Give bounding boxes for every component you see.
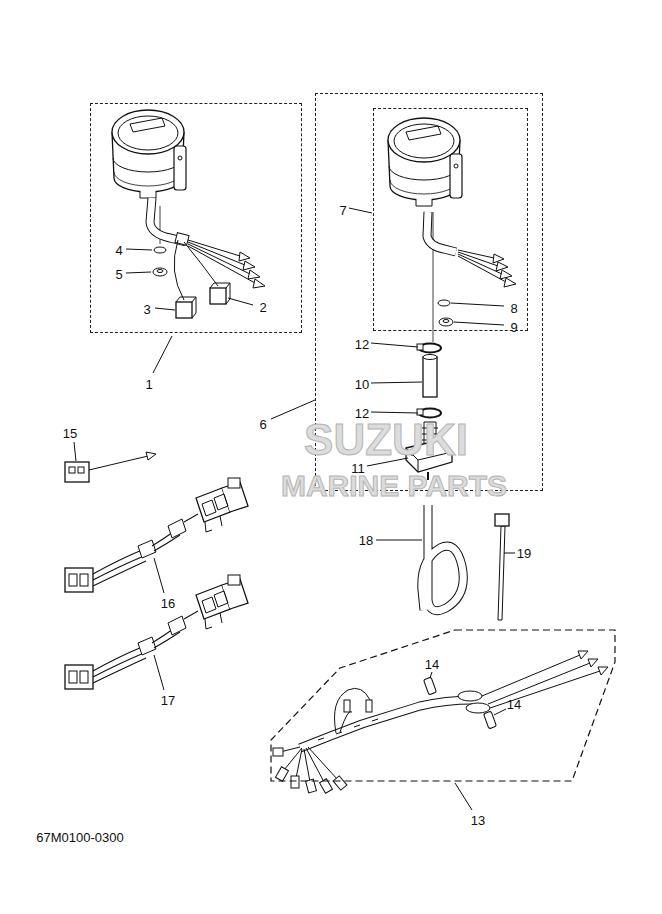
part-code: 67M0100-0300 [36,831,123,844]
callout-number: 6 [259,418,266,431]
callout-number: 3 [143,303,150,316]
callout-number: 18 [359,534,373,547]
callout-number: 7 [339,204,346,217]
watermark: MARINE PARTS [281,471,507,501]
callout-number: 14 [425,658,439,671]
group-outline [270,628,617,783]
callout-number: 16 [161,597,175,610]
callout-number: 14 [507,698,521,711]
callout-number: 4 [115,244,122,257]
callout-number: 12 [355,338,369,351]
group-frame: 789 [373,108,528,331]
callout-number: 5 [115,268,122,281]
callout-number: 15 [63,427,77,440]
watermark: SUZUKI [304,418,468,462]
callout-number: 2 [259,301,266,314]
callout-number: 9 [510,321,517,334]
group-frame: 141413 [270,628,617,783]
callout-number: 1 [145,378,152,391]
callout-number: 19 [517,547,531,560]
callout-number: 17 [161,694,175,707]
group-frame: 14532 [90,103,302,333]
callout-number: 13 [471,814,485,827]
callout-number: 8 [510,302,517,315]
callout-number: 10 [355,378,369,391]
